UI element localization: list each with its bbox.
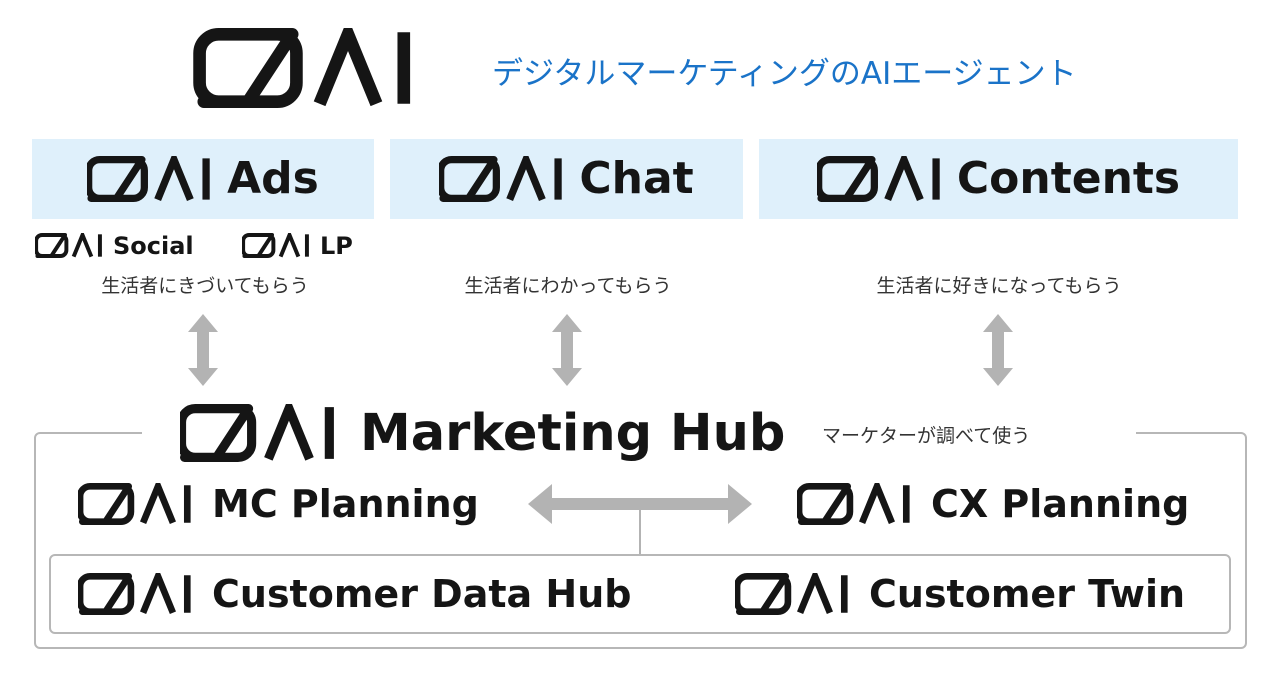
caption-chat: 生活者にわかってもらう: [464, 275, 672, 297]
hub-title: Marketing Hub: [180, 404, 785, 462]
product-box-chat: Chat: [390, 139, 743, 219]
hub-name: Marketing Hub: [360, 403, 786, 463]
caption-ads: 生活者にきづいてもらう: [101, 275, 309, 297]
product-box-ads: Ads: [32, 139, 374, 219]
data-frame: [49, 554, 1231, 634]
caption-contents: 生活者に好きになってもらう: [876, 275, 1122, 297]
logo-mark-icon: [735, 573, 853, 615]
horizontal-arrow-planning: [528, 484, 752, 524]
hub-item-name: Customer Data Hub: [212, 572, 632, 616]
logo-mark-icon: [78, 573, 196, 615]
hub-item-customer-twin: Customer Twin: [735, 573, 1185, 615]
product-name-ads: Ads: [227, 153, 319, 204]
hub-item-name: MC Planning: [212, 482, 479, 526]
logo-mark-icon: [180, 404, 340, 462]
product-name-lp: LP: [320, 231, 353, 260]
hub-item-cx-planning: CX Planning: [797, 483, 1189, 525]
hub-caption: マーケターが調べて使う: [822, 425, 1031, 447]
product-social: Social: [35, 233, 194, 258]
product-box-contents: Contents: [759, 139, 1238, 219]
vertical-arrow-ads: [188, 314, 218, 386]
hub-item-name: CX Planning: [931, 482, 1190, 526]
tagline: デジタルマーケティングのAIエージェント: [492, 56, 1077, 92]
hub-item-name: Customer Twin: [869, 572, 1186, 616]
logo-mark-icon: [78, 483, 196, 525]
product-lp: LP: [242, 233, 353, 258]
product-name-chat: Chat: [579, 153, 694, 204]
product-name-contents: Contents: [956, 153, 1181, 204]
hub-item-customer-data-hub: Customer Data Hub: [78, 573, 631, 615]
hub-item-mc-planning: MC Planning: [78, 483, 479, 525]
logo-mark-icon: [797, 483, 915, 525]
vertical-arrow-chat: [552, 314, 582, 386]
product-name-social: Social: [113, 231, 194, 260]
vertical-arrow-contents: [983, 314, 1013, 386]
